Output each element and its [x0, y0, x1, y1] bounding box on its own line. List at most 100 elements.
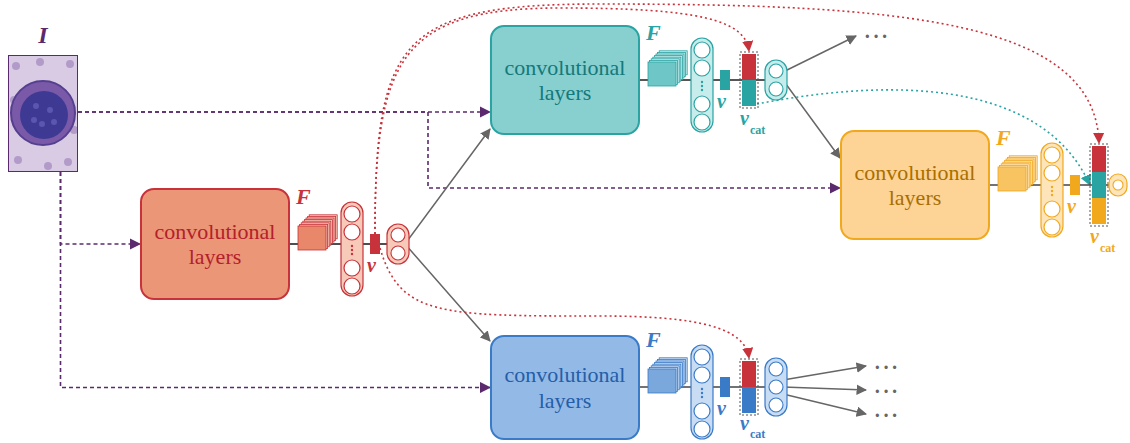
feature-symbol: F	[646, 22, 661, 44]
feature-map	[298, 226, 326, 250]
block-label: convolutional layers	[150, 219, 280, 270]
concat-outline	[1090, 144, 1108, 226]
branch-arrow	[783, 36, 856, 72]
nucleus-texture	[31, 117, 37, 123]
subscript-label: cat	[750, 124, 765, 136]
ellipsis-dot	[701, 81, 703, 83]
subscript-label: cat	[1100, 242, 1115, 254]
neuron	[769, 380, 783, 394]
continuation-mark: ···	[872, 405, 902, 425]
neuron	[769, 398, 783, 412]
concat-segment	[742, 361, 756, 387]
block-label: convolutional layers	[850, 160, 980, 211]
vector-symbol: v	[717, 91, 726, 111]
conv-block: convolutional layers	[490, 335, 640, 440]
ellipsis-dot	[1051, 194, 1053, 196]
image-symbol: I	[9, 23, 77, 47]
output-layer	[765, 60, 787, 100]
concat-segment	[742, 80, 756, 106]
fc-layer	[1041, 143, 1063, 237]
neuron	[769, 82, 783, 96]
vector-symbol: v	[740, 108, 749, 128]
ellipsis-dot	[1051, 190, 1053, 192]
ellipsis-dot	[351, 245, 353, 247]
neuron	[769, 64, 783, 78]
block-label: convolutional layers	[500, 362, 630, 413]
ellipsis-dot	[701, 89, 703, 91]
neuron	[694, 403, 710, 419]
branch-arrow	[783, 366, 866, 380]
neuron	[391, 228, 405, 242]
concat-segment	[742, 54, 756, 80]
image-speck	[36, 58, 44, 66]
neuron	[694, 114, 710, 130]
feature-vector	[370, 234, 380, 254]
branch-arrow	[783, 394, 866, 414]
neuron	[694, 96, 710, 112]
neuron	[1044, 147, 1060, 163]
image-ground	[8, 55, 78, 172]
vector-symbol: v	[367, 255, 376, 275]
ellipsis-dot	[351, 253, 353, 255]
ellipsis-dot	[701, 392, 703, 394]
concat-segment	[1092, 172, 1106, 198]
neuron	[1044, 201, 1060, 217]
feature-symbol: F	[996, 127, 1011, 149]
nucleus-texture	[39, 121, 45, 127]
neuron	[1113, 180, 1123, 190]
vector-symbol: v	[1090, 226, 1099, 246]
input-arrow	[61, 172, 141, 244]
neuron	[344, 278, 360, 294]
fc-layer	[691, 345, 713, 439]
feature-vector	[720, 70, 730, 90]
neuron	[694, 367, 710, 383]
vector-symbol: v	[717, 398, 726, 418]
output-layer	[765, 358, 787, 416]
continuation-mark: ···	[872, 357, 902, 377]
neuron	[694, 42, 710, 58]
neuron	[1044, 165, 1060, 181]
neuron	[344, 260, 360, 276]
image-speck	[66, 60, 74, 68]
vector-symbol: v	[1067, 196, 1076, 216]
fc-layer	[341, 202, 363, 296]
feature-map	[648, 62, 676, 86]
neuron	[769, 362, 783, 376]
feature-map	[648, 369, 676, 393]
ellipsis-dot	[701, 85, 703, 87]
continuation-mark: ···	[872, 381, 902, 401]
output-layer	[1109, 174, 1127, 196]
neuron	[694, 349, 710, 365]
concat-segment	[1092, 146, 1106, 172]
nucleus-texture	[51, 119, 57, 125]
feature-map	[998, 167, 1026, 191]
nucleus-texture	[47, 107, 53, 113]
feature-vector	[1070, 175, 1080, 195]
image-speck	[44, 162, 52, 170]
input-image: I	[8, 55, 78, 172]
concat-outline	[740, 359, 758, 415]
neuron	[391, 246, 405, 260]
nucleus-texture	[33, 103, 39, 109]
neuron	[694, 421, 710, 437]
feature-vector	[720, 377, 730, 397]
image-speck	[12, 62, 20, 70]
neuron	[694, 60, 710, 76]
block-label: convolutional layers	[500, 55, 630, 106]
image-speck	[64, 158, 72, 166]
ellipsis-dot	[701, 396, 703, 398]
feature-symbol: F	[296, 186, 311, 208]
branch-arrow	[783, 387, 866, 390]
neuron	[1044, 219, 1060, 235]
neuron	[344, 206, 360, 222]
subscript-label: cat	[750, 428, 765, 440]
ellipsis-dot	[351, 249, 353, 251]
image-speck	[14, 156, 22, 164]
cell-nucleus	[20, 91, 68, 139]
input-arrow	[78, 112, 840, 188]
ellipsis-dot	[701, 388, 703, 390]
neuron	[344, 224, 360, 240]
conv-block: convolutional layers	[140, 188, 290, 300]
continuation-mark: ···	[862, 26, 892, 46]
vector-symbol: v	[740, 413, 749, 433]
